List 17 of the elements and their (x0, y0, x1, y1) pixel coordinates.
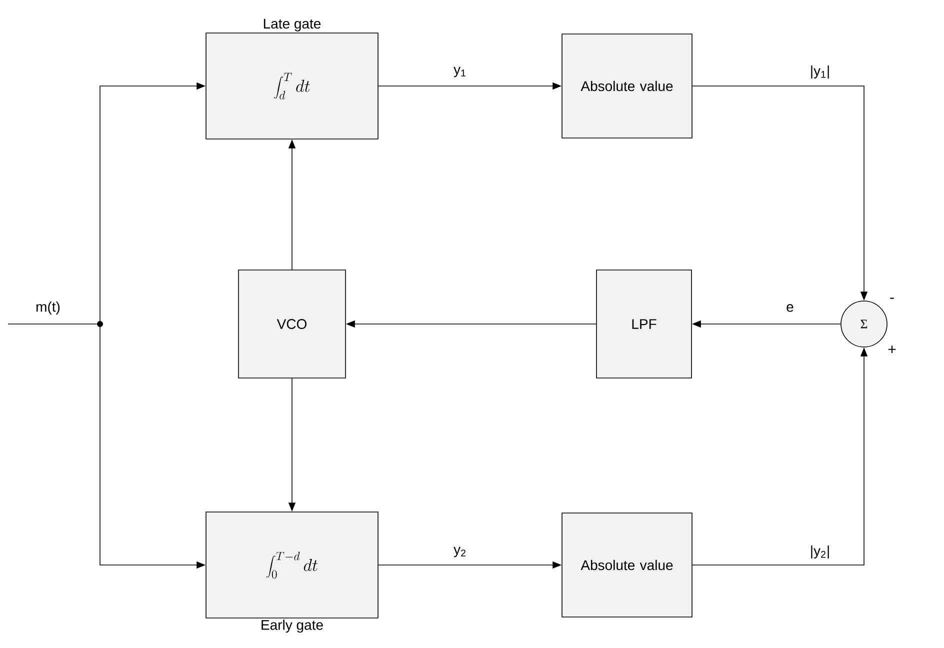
edge-label: |y$_{2}$| (808, 544, 832, 560)
summing-junction: Σ (840, 300, 888, 348)
integrator-box: $\int_{0}^{T-d} dt$ (206, 512, 378, 618)
gate-label: Early gate (262, 620, 323, 633)
edge-label: y$_{2}$ (452, 546, 468, 558)
edge-label: |y$_{1}$| (808, 64, 832, 80)
gate-label: Late gate (264, 18, 321, 32)
process-box: Absolute value (562, 34, 692, 138)
sign-label: - (890, 298, 894, 299)
process-box: VCO (238, 270, 346, 378)
edge-label: m(t) (34, 300, 62, 316)
edge-label: y$_{1}$ (452, 66, 468, 78)
edge-label: e (785, 303, 795, 313)
sign-label: + (888, 346, 896, 354)
process-box: Absolute value (562, 512, 692, 618)
filter-box: LPF (596, 270, 692, 378)
integrator-box: $\int_{d}^{T} dt$ (206, 32, 378, 140)
